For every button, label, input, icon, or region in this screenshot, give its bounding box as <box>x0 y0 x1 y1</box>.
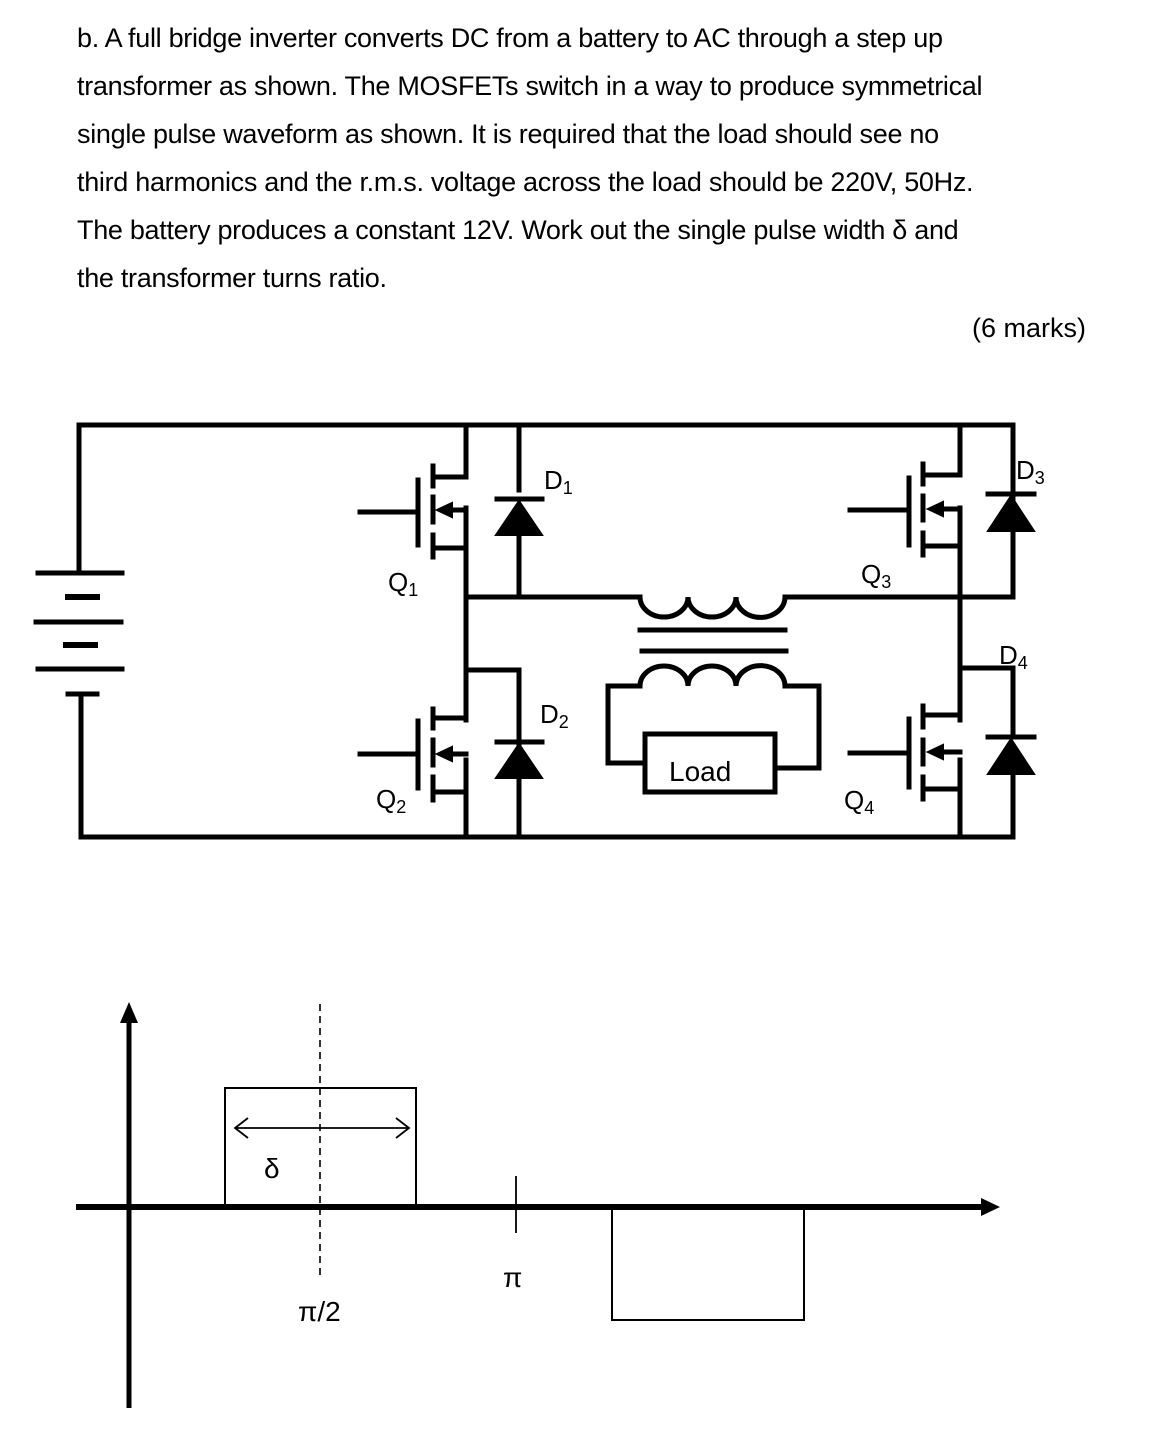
pi-label: π <box>503 1262 522 1293</box>
y-axis-arrow-icon <box>120 1002 138 1023</box>
label-q2: Q2 <box>376 784 406 817</box>
label-q1: Q1 <box>388 567 418 600</box>
d4-top-wire <box>957 665 1016 740</box>
load-box <box>642 731 778 795</box>
load-label: Load <box>669 756 731 787</box>
mosfet-q1-icon <box>357 422 469 560</box>
label-q4: Q4 <box>844 785 874 818</box>
question-line-5: The battery produces a constant 12V. Wor… <box>77 215 959 245</box>
d2-top-wire <box>463 667 522 748</box>
diode-d3-icon <box>985 422 1037 600</box>
question-line-1: b. A full bridge inverter converts DC fr… <box>77 23 943 53</box>
transformer-icon <box>605 594 822 771</box>
question-text: b. A full bridge inverter converts DC fr… <box>77 14 1097 302</box>
diode-d4-icon <box>985 734 1037 775</box>
full-bridge-circuit <box>33 422 1037 840</box>
battery-icon <box>33 422 125 840</box>
label-d3: D3 <box>1016 455 1045 488</box>
question-line-6: the transformer turns ratio. <box>77 263 387 293</box>
delta-width-arrow-icon <box>233 1117 411 1139</box>
negative-pulse <box>611 1209 805 1321</box>
diode-d2-icon <box>494 739 545 779</box>
mosfet-q2-icon <box>357 706 469 803</box>
diode-d1-icon <box>494 496 545 536</box>
single-pulse-waveform: δ π/2 π <box>76 1002 1000 1408</box>
label-d4: D4 <box>999 640 1028 673</box>
label-q3: Q3 <box>861 559 891 592</box>
x-axis-arrow-icon <box>981 1198 1000 1216</box>
half-pi-label: π/2 <box>298 1296 341 1327</box>
mosfet-q3-icon <box>847 461 963 558</box>
delta-label: δ <box>264 1153 280 1184</box>
question-line-4: third harmonics and the r.m.s. voltage a… <box>77 167 974 197</box>
label-d1: D1 <box>544 465 573 498</box>
question-line-3: single pulse waveform as shown. It is re… <box>77 119 939 149</box>
question-line-2: transformer as shown. The MOSFETs switch… <box>77 71 983 101</box>
mosfet-q4-icon <box>847 703 963 802</box>
marks-label: (6 marks) <box>972 313 1086 343</box>
label-d2: D2 <box>540 699 569 732</box>
